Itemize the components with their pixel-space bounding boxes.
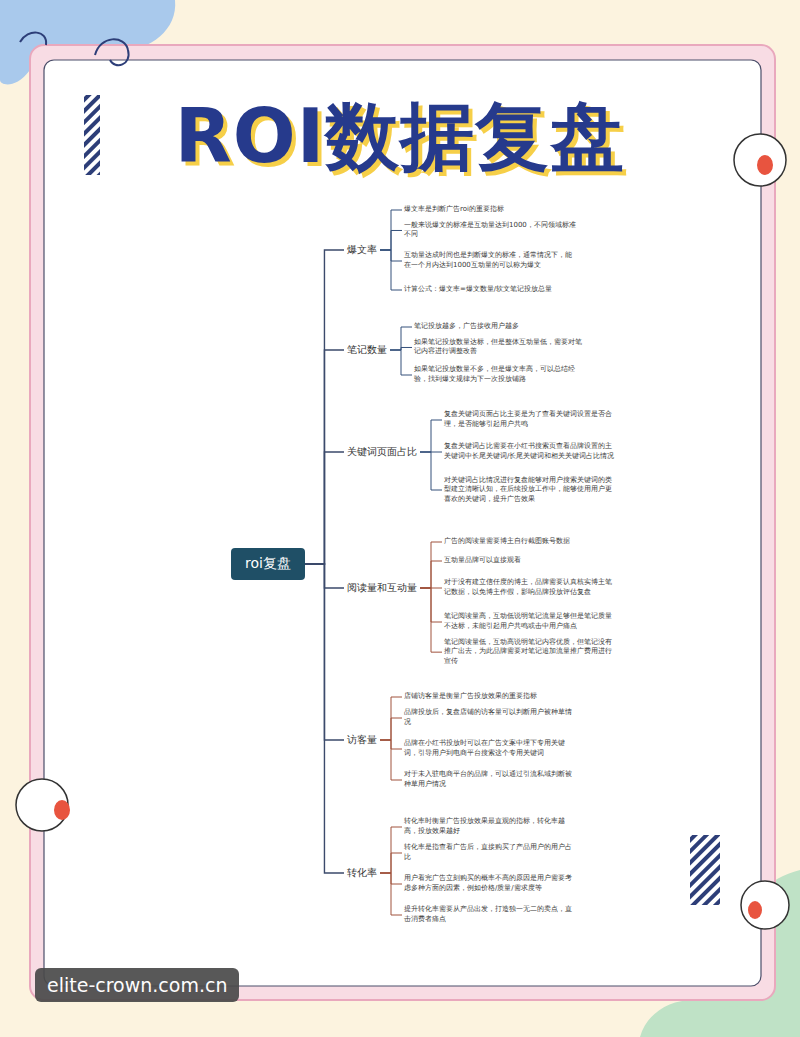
node-text: 互动量达成时间也是判断爆文的标准，通常情况下，能在一个月内达到1000互动量的可… [404,251,578,270]
mindmap-connector [420,561,442,588]
node-text: 品牌在小红书投放时可以在广告文案中埋下专用关键词，引导用户到电商平台搜索这个专用… [404,739,578,758]
stripe-block [690,835,720,905]
node-text: 笔记投放越多，广告接收用户越多 [414,322,588,332]
mindmap-connector [305,564,344,873]
mindmap-connector [420,452,442,490]
mindmap-connector [380,718,402,740]
leaf-note: 复盘关键词占比需要在小红书搜索页查看品牌设置的主关键词中长尾关键词/长尾关键词和… [442,441,620,462]
leaf-note: 笔记投放越多，广告接收用户越多 [412,321,590,333]
mindmap-connector [380,250,402,290]
node-text: 转化率时衡量广告投放效果最直观的指标，转化率越高，投放效果越好 [404,817,578,836]
node-text: 对关键词占比情况进行复盘能够对用户搜索关键词的类型建立清晰认知，在后续投放工作中… [444,476,618,505]
node-text: 复盘关键词页面占比主要是为了查看关键词设置是否合理，是否能够引起用户共鸣 [444,410,618,429]
leaf-note: 一般来说爆文的标准是互动量达到1000，不同领域标准不同 [402,220,580,241]
node-text: 笔记阅读量高，互动低说明笔记流量足够但是笔记质量不达标，未能引起用户共鸣或击中用… [444,612,618,631]
leaf-note: 转化率是指查看广告后，直接购买了产品用户的用户占比 [402,842,580,863]
node-text: 对于没有建立信任度的博主，品牌需要认真核实博主笔记数据，以免博主作假，影响品牌投… [444,578,618,597]
node-text: 对于未入驻电商平台的品牌，可以通过引流私域判断被种草用户情况 [404,770,578,789]
node-text: 阅读量和互动量 [347,582,417,595]
mindmap-connector [390,350,412,375]
outer-frame [30,45,775,1000]
mindmap-connector [380,740,402,780]
node-text: roi复盘 [245,555,291,573]
branch-topic: 关键词页面占比 [344,444,420,461]
flower [741,881,789,929]
mindmap-connector [420,588,442,652]
leaf-note: 复盘关键词页面占比主要是为了查看关键词设置是否合理，是否能够引起用户共鸣 [442,409,620,430]
node-text: 笔记阅读量低，互动高说明笔记内容优质，但笔记没有推广出去，为此品牌需要对笔记追加… [444,638,618,667]
branch-topic: 转化率 [344,865,380,882]
node-text: 关键词页面占比 [347,446,417,459]
inner-card [44,60,761,986]
leaf-note: 互动量品牌可以直接观看 [442,555,620,567]
node-text: 品牌投放后，复盘店铺的访客量可以判断用户被种草情况 [404,708,578,727]
leaf-note: 爆文率是判断广告roi的重要指标 [402,204,580,216]
swirl [95,39,129,65]
node-text: 如果笔记投放数量不多，但是爆文率高，可以总结经验，找到爆文规律为下一次投放铺路 [414,365,588,384]
node-text: 如果笔记投放数量达标，但是整体互动量低，需要对笔记内容进行调整改善 [414,338,588,357]
leaf-note: 品牌在小红书投放时可以在广告文案中埋下专用关键词，引导用户到电商平台搜索这个专用… [402,738,580,759]
leaf-note: 店铺访客量是衡量广告投放效果的重要指标 [402,691,580,703]
leaf-note: 如果笔记投放数量达标，但是整体互动量低，需要对笔记内容进行调整改善 [412,337,590,358]
mindmap-connector [380,230,402,250]
leaf-note: 对于没有建立信任度的博主，品牌需要认真核实博主笔记数据，以免博主作假，影响品牌投… [442,577,620,598]
stripe-block [84,95,100,175]
mindmap-connector [380,827,402,873]
leaf-note: 转化率时衡量广告投放效果最直观的指标，转化率越高，投放效果越好 [402,816,580,837]
node-text: 转化率 [347,867,377,880]
node-text: 爆文率 [347,244,377,257]
mindmap-connector [380,210,402,250]
mindmap-connector [380,853,402,873]
flower [734,134,786,186]
root-box: roi复盘 [231,548,305,580]
node-text: 爆文率是判断广告roi的重要指标 [404,205,578,215]
node-text: 用户看完广告立刻购买的概率不高的原因是用户需要考虑多种方面的因素，例如价格/质量… [404,874,578,893]
branch-topic: 阅读量和互动量 [344,580,420,597]
node-text: 笔记数量 [347,344,387,357]
leaf-note: 对关键词占比情况进行复盘能够对用户搜索关键词的类型建立清晰认知，在后续投放工作中… [442,475,620,506]
leaf-note: 计算公式：爆文率=爆文数量/软文笔记投放总量 [402,284,580,296]
mindmap-connector [420,420,442,452]
flower [16,779,70,831]
page-title: ROI数据复盘 [0,88,800,188]
node-text: 复盘关键词占比需要在小红书搜索页查看品牌设置的主关键词中长尾关键词/长尾关键词和… [444,442,618,461]
mindmap-connector [380,873,402,915]
watermark: elite-crown.com.cn [35,968,239,1002]
node-text: 一般来说爆文的标准是互动量达到1000，不同领域标准不同 [404,221,578,240]
node-text: 访客量 [347,734,377,747]
leaf-note: 提升转化率需要从产品出发，打造独一无二的卖点，直击消费者痛点 [402,904,580,925]
leaf-note: 用户看完广告立刻购买的概率不高的原因是用户需要考虑多种方面的因素，例如价格/质量… [402,873,580,894]
green-blob [640,1000,760,1037]
mindmap-connector [305,452,344,564]
mindmap-connector [380,697,402,740]
node-text: 转化率是指查看广告后，直接购买了产品用户的用户占比 [404,843,578,862]
branch-topic: 访客量 [344,732,380,749]
node-text: 广告的阅读量需要博主自行截图账号数据 [444,537,618,547]
leaf-note: 对于未入驻电商平台的品牌，可以通过引流私域判断被种草用户情况 [402,769,580,790]
node-text: 店铺访客量是衡量广告投放效果的重要指标 [404,692,578,702]
node-text: 互动量品牌可以直接观看 [444,556,618,566]
mindmap-connector [420,542,442,588]
node-text: 计算公式：爆文率=爆文数量/软文笔记投放总量 [404,285,578,295]
mindmap-connector [305,350,344,564]
leaf-note: 广告的阅读量需要博主自行截图账号数据 [442,536,620,548]
mindmap-connector [305,250,344,564]
leaf-note: 如果笔记投放数量不多，但是爆文率高，可以总结经验，找到爆文规律为下一次投放铺路 [412,364,590,385]
node-text: 提升转化率需要从产品出发，打造独一无二的卖点，直击消费者痛点 [404,905,578,924]
leaf-note: 笔记阅读量高，互动低说明笔记流量足够但是笔记质量不达标，未能引起用户共鸣或击中用… [442,611,620,632]
mindmap-connector [390,327,412,350]
leaf-note: 品牌投放后，复盘店铺的访客量可以判断用户被种草情况 [402,707,580,728]
branch-topic: 爆文率 [344,242,380,259]
branch-topic: 笔记数量 [344,342,390,359]
leaf-note: 互动量达成时间也是判断爆文的标准，通常情况下，能在一个月内达到1000互动量的可… [402,250,580,271]
swirl [20,33,46,45]
leaf-note: 笔记阅读量低，互动高说明笔记内容优质，但笔记没有推广出去，为此品牌需要对笔记追加… [442,637,620,668]
